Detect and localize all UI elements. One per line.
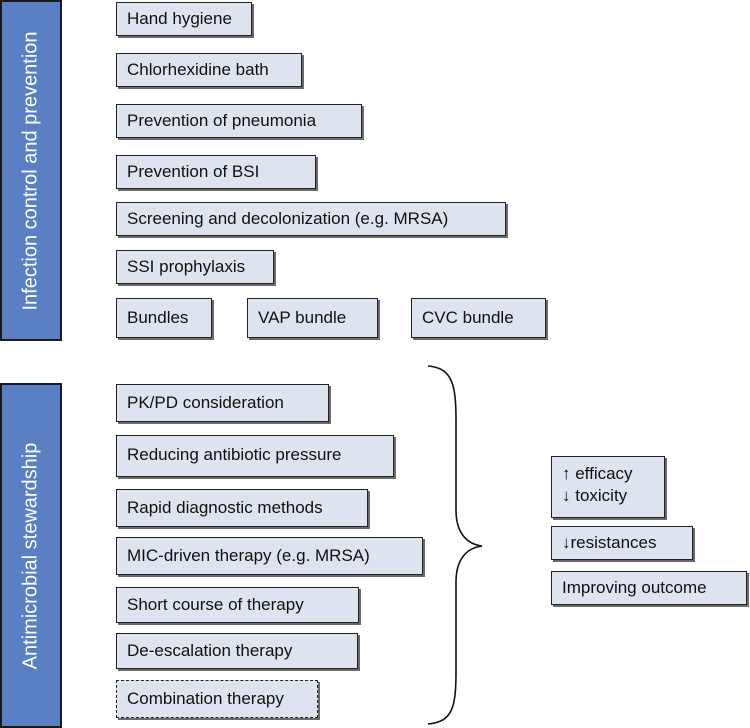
chlorhexidine-bath-box: Chlorhexidine bath (116, 53, 302, 87)
antimicrobial-stewardship-label-text: Antimicrobial stewardship (19, 442, 42, 669)
short-course-therapy-box: Short course of therapy (116, 587, 359, 623)
prevention-of-bsi-box: Prevention of BSI (116, 155, 316, 189)
cvc-bundle-box: CVC bundle (411, 298, 546, 338)
toxicity-text: ↓ toxicity (562, 486, 628, 505)
bundles-box: Bundles (116, 298, 212, 338)
efficacy-toxicity-box: ↑ efficacy ↓ toxicity (551, 456, 665, 518)
curly-brace (427, 365, 483, 725)
combination-therapy-box: Combination therapy (116, 680, 318, 718)
rapid-diagnostic-methods-box: Rapid diagnostic methods (116, 489, 368, 527)
improving-outcome-box: Improving outcome (551, 571, 747, 605)
infection-control-label: Infection control and prevention (0, 0, 62, 341)
ssi-prophylaxis-box: SSI prophylaxis (116, 250, 274, 284)
vap-bundle-box: VAP bundle (247, 298, 378, 338)
hand-hygiene-box: Hand hygiene (116, 2, 252, 36)
reducing-antibiotic-pressure-box: Reducing antibiotic pressure (116, 435, 394, 477)
efficacy-text: ↑ efficacy (562, 464, 633, 483)
de-escalation-therapy-box: De-escalation therapy (116, 633, 358, 669)
infection-control-label-text: Infection control and prevention (19, 30, 42, 311)
screening-decolonization-box: Screening and decolonization (e.g. MRSA) (116, 202, 506, 236)
antimicrobial-stewardship-label: Antimicrobial stewardship (0, 383, 62, 728)
resistances-box: ↓resistances (551, 526, 693, 560)
mic-driven-therapy-box: MIC-driven therapy (e.g. MRSA) (116, 537, 423, 575)
prevention-of-pneumonia-box: Prevention of pneumonia (116, 104, 362, 138)
pkpd-consideration-box: PK/PD consideration (116, 384, 329, 422)
